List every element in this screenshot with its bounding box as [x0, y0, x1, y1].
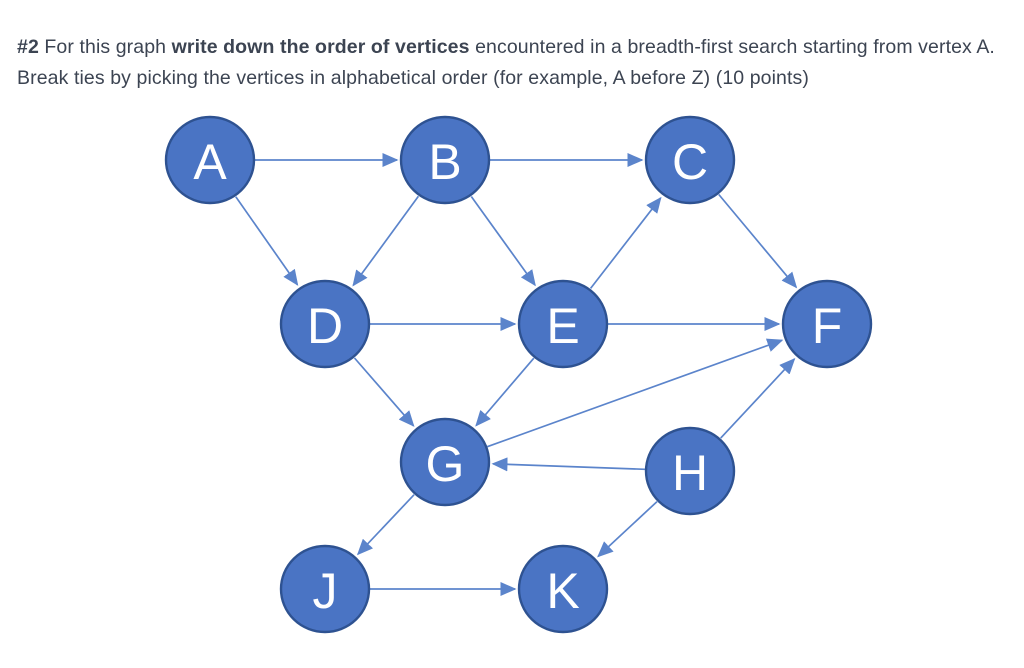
edge-C-to-F	[718, 193, 798, 289]
question-segment: write down the order of vertices	[171, 35, 470, 58]
question-segment: encountered in a breadth-first search st…	[17, 35, 995, 90]
edge-G-to-J	[356, 494, 415, 556]
node-K: K	[517, 544, 609, 634]
node-K-label: K	[546, 563, 579, 619]
question-segment: For this graph	[38, 35, 172, 58]
node-D: D	[279, 279, 371, 369]
edge-H-to-K	[597, 500, 658, 558]
node-layer: A B C D E F G H J K	[164, 115, 873, 634]
node-G-circle	[399, 417, 491, 507]
node-C-circle	[644, 115, 736, 205]
edge-layer	[235, 153, 798, 596]
question-text: #2 For this graph write down the order o…	[17, 32, 1013, 95]
node-B-circle	[399, 115, 491, 205]
node-G-label: G	[426, 436, 465, 492]
node-C-label: C	[672, 134, 708, 190]
edge-E-to-C	[589, 196, 662, 289]
edge-G-to-F	[487, 338, 784, 448]
node-A-circle	[164, 115, 256, 205]
node-E: E	[517, 279, 609, 369]
node-J-circle	[279, 544, 371, 634]
node-J: J	[279, 544, 371, 634]
node-F-circle	[781, 279, 873, 369]
node-H: H	[644, 426, 736, 516]
question-segment: #2	[17, 35, 39, 58]
node-D-circle	[279, 279, 371, 369]
edge-B-to-E	[470, 196, 536, 287]
node-B: B	[399, 115, 491, 205]
node-E-label: E	[546, 298, 579, 354]
node-J-label: J	[313, 563, 338, 619]
node-H-label: H	[672, 445, 708, 501]
edge-H-to-F	[720, 358, 796, 439]
node-A-label: A	[193, 134, 227, 190]
node-B-label: B	[428, 134, 461, 190]
node-A: A	[164, 115, 256, 205]
node-F: F	[781, 279, 873, 369]
node-F-label: F	[812, 298, 843, 354]
edge-D-to-G	[353, 357, 415, 427]
node-K-circle	[517, 544, 609, 634]
edge-A-to-D	[235, 196, 299, 286]
node-C: C	[644, 115, 736, 205]
node-H-circle	[644, 426, 736, 516]
node-G: G	[399, 417, 491, 507]
edge-E-to-G	[475, 357, 535, 427]
edge-H-to-G	[491, 457, 646, 472]
edge-B-to-D	[352, 195, 420, 287]
node-E-circle	[517, 279, 609, 369]
node-D-label: D	[307, 298, 343, 354]
